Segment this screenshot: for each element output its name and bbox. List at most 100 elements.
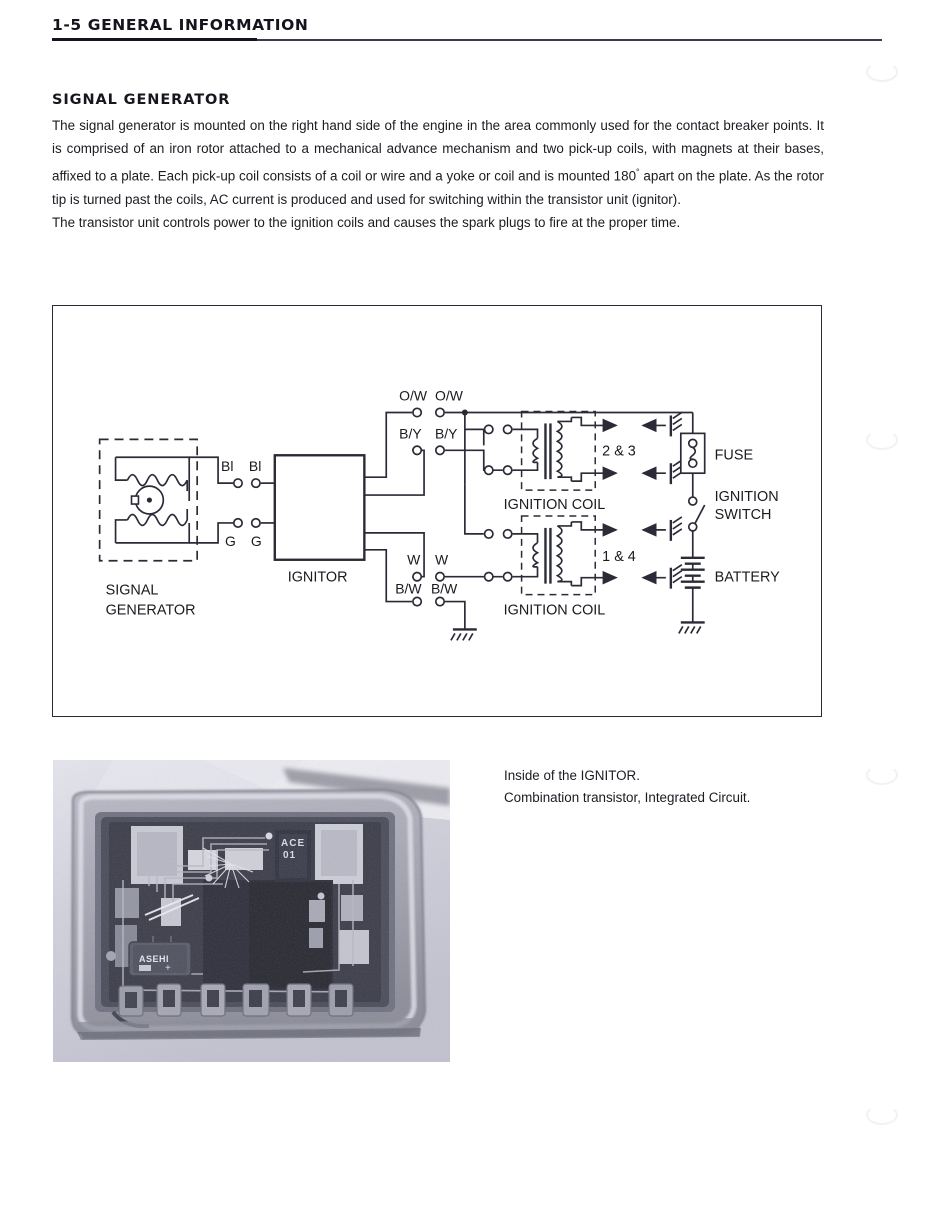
connector-bl-g: Bl Bl G G	[221, 458, 275, 549]
coil-lower-term-out-a[interactable]	[502, 528, 513, 539]
fuse-label: FUSE	[715, 447, 753, 463]
terminal-by-left[interactable]	[412, 445, 423, 456]
ignition-switch-label-line2: SWITCH	[715, 507, 772, 523]
cylinders-lower-label: 1 & 4	[602, 549, 636, 565]
wire-out-bw	[364, 548, 413, 603]
ignitor-group: IGNITOR	[273, 454, 366, 586]
coil-upper-ht-lead-bot	[571, 466, 618, 482]
label-g-left: G	[225, 533, 236, 549]
label-by-left: B/Y	[399, 425, 421, 441]
by-wire-group	[444, 449, 503, 472]
coil-lower-secondary-winding-icon	[555, 521, 573, 586]
terminal-g-right[interactable]	[250, 517, 261, 528]
ground-symbol-bw-icon	[450, 628, 477, 641]
label-by-right: B/Y	[435, 425, 457, 441]
circuit-diagram-frame: .ln{stroke:#2b2b38;stroke-width:1.7;fill…	[52, 305, 822, 717]
scan-artifact-2	[866, 430, 898, 450]
terminal-bl-left[interactable]	[232, 478, 243, 489]
ignition-coil-upper-label: IGNITION COIL	[504, 497, 606, 513]
battery-label: BATTERY	[715, 570, 780, 586]
label-bl-left: Bl	[221, 458, 233, 474]
paragraph-1: The signal generator is mounted on the r…	[52, 114, 824, 211]
ignitor-photo: ASEHI + ACE 01	[53, 760, 450, 1062]
label-w-right: W	[435, 552, 449, 568]
coil-upper-secondary-winding-icon	[555, 417, 573, 482]
paragraph-1-part-1: The signal generator is mounted on the r…	[52, 118, 824, 184]
terminal-bl-right[interactable]	[250, 478, 261, 489]
scan-artifact-3	[866, 765, 898, 785]
ground-symbol-battery-icon	[678, 621, 705, 634]
body-copy: The signal generator is mounted on the r…	[52, 114, 824, 235]
pickup-coil-upper-icon	[126, 473, 189, 492]
coil-upper-dashed-box	[520, 410, 596, 491]
coil-upper-term-out-a[interactable]	[502, 424, 513, 435]
coil-upper-primary-lead-top	[512, 428, 539, 439]
degree-symbol: °	[636, 166, 640, 177]
ignition-coil-lower-label: IGNITION COIL	[504, 602, 606, 618]
wire-bw-to-ground	[444, 600, 466, 630]
caption-line-2: Combination transistor, Integrated Circu…	[504, 790, 751, 805]
ignition-switch-icon[interactable]	[687, 496, 706, 532]
coil-lower-ht-lead-bot	[571, 570, 618, 587]
label-ow-right: O/W	[435, 388, 464, 404]
ignitor-box[interactable]	[273, 454, 366, 561]
sg-bottom-left-wire	[114, 519, 128, 543]
coil-lower-primary-winding-icon	[532, 542, 540, 568]
connector-block-middle: O/W O/W B/Y B/Y W W B/W B/W	[395, 388, 464, 607]
page-header-title: 1-5 GENERAL INFORMATION	[52, 16, 309, 34]
label-bw-right: B/W	[431, 581, 458, 597]
cylinders-upper-label: 2 & 3	[602, 443, 636, 459]
coil-upper-primary-winding-icon	[532, 437, 540, 464]
sg-bottom-wire	[115, 522, 191, 544]
header-rule-thick	[52, 38, 257, 41]
terminal-bw-right[interactable]	[434, 596, 446, 607]
sg-lead-g	[189, 522, 233, 544]
circuit-diagram: .ln{stroke:#2b2b38;stroke-width:1.7;fill…	[98, 388, 780, 641]
label-ow-left: O/W	[399, 388, 428, 404]
terminal-g-left[interactable]	[232, 517, 243, 528]
terminal-ow-left[interactable]	[412, 407, 423, 418]
signal-generator-label-line1: SIGNAL	[106, 583, 159, 599]
coil-upper-ht-lead-top	[571, 416, 618, 433]
label-bw-left: B/W	[395, 581, 422, 597]
coil-lower-term-in-a[interactable]	[483, 528, 494, 539]
coil-upper-term-out-b[interactable]	[502, 465, 513, 476]
battery-icon	[680, 556, 705, 589]
signal-generator-group: SIGNAL GENERATOR	[98, 438, 233, 618]
coil-upper-term-in-a[interactable]	[483, 424, 494, 435]
terminal-ow-right[interactable]	[434, 407, 446, 418]
coil-upper-term-in-b[interactable]	[483, 465, 494, 476]
coil-lower-term-out-b[interactable]	[502, 571, 513, 582]
spark-plug-lower-a-icon	[641, 516, 683, 541]
ignitor-label: IGNITOR	[288, 570, 348, 586]
coil-lower-term-in-b[interactable]	[483, 571, 494, 582]
scan-artifact-4	[866, 1105, 898, 1125]
terminal-bw-left[interactable]	[412, 596, 423, 607]
pickup-coil-lower-icon	[126, 509, 189, 527]
coil-lower-primary-lead-bot	[512, 566, 539, 578]
sg-lead-bl	[189, 456, 233, 484]
wire-out-ow	[364, 411, 413, 479]
signal-generator-label-line2: GENERATOR	[106, 602, 196, 618]
caption-line-1: Inside of the IGNITOR.	[504, 768, 640, 783]
photo-caption: Inside of the IGNITOR. Combination trans…	[504, 765, 884, 809]
bw-ground-group	[444, 600, 477, 641]
rotor-icon	[130, 485, 165, 515]
terminal-by-right[interactable]	[434, 445, 446, 456]
terminal-w-left[interactable]	[412, 571, 423, 582]
ignition-coil-upper-group: 2 & 3 IGNITION COIL	[483, 410, 683, 513]
ignition-coil-lower-group: 1 & 4 IGNITION COIL	[483, 515, 683, 618]
fuse-icon[interactable]	[679, 432, 706, 475]
coil-lower-primary-lead-top	[512, 533, 539, 543]
section-title: SIGNAL GENERATOR	[52, 92, 231, 108]
ow-power-bus	[444, 409, 693, 535]
label-w-left: W	[407, 552, 421, 568]
spark-plug-lower-b-icon	[641, 564, 683, 589]
coil-upper-primary-lead-bot	[512, 462, 539, 472]
junction-ow	[461, 409, 468, 416]
spark-plug-upper-a-icon	[641, 411, 683, 437]
terminal-w-right[interactable]	[434, 571, 446, 582]
spark-plug-upper-b-icon	[641, 459, 683, 485]
coil-lower-dashed-box	[520, 515, 596, 596]
